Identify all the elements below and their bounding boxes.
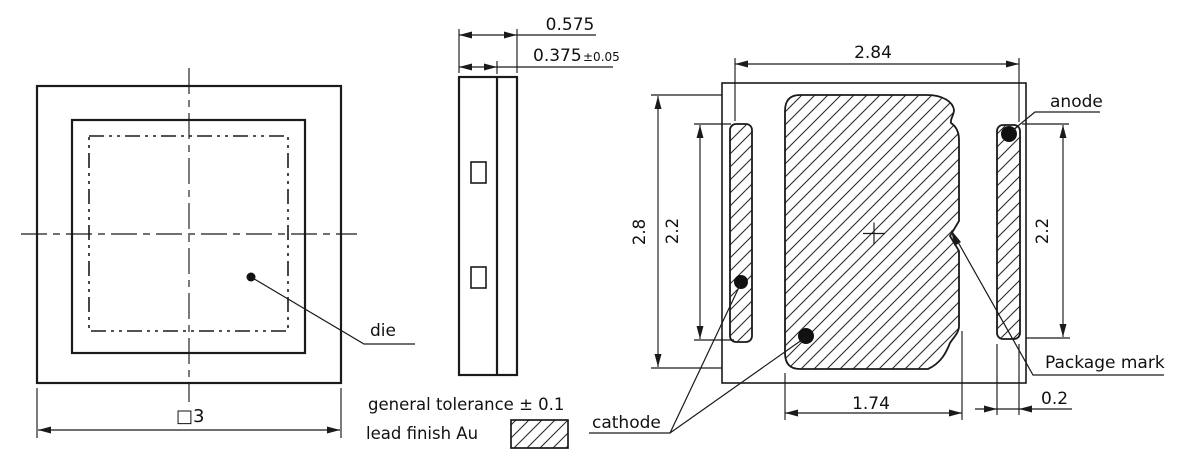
center-cathode-pad [784, 94, 960, 370]
body-thickness-tolerance-text: ±0.05 [583, 50, 620, 64]
center-cross-mark [863, 222, 885, 245]
package-mark-arrowhead [951, 230, 961, 246]
body-thickness-dimension: 0.375 ±0.05 [459, 46, 620, 71]
anode-pad-width-dimension: 0.2 [975, 344, 1072, 415]
height-extension-lines [651, 94, 722, 369]
lead-finish-hatch-swatch [510, 419, 569, 449]
arrowhead-pointing-right [984, 405, 997, 413]
package-mark-callout: Package mark [951, 230, 1165, 376]
size-dimension: □3 [36, 388, 342, 438]
arrowhead-left [459, 31, 472, 39]
anode-pad [996, 124, 1021, 340]
arrowhead-right [327, 426, 340, 434]
package-body-outline [721, 82, 1027, 384]
overall-thickness-text: 0.575 [546, 15, 595, 35]
anode-label: anode [1050, 92, 1103, 112]
package-mark-label: Package mark [1045, 353, 1165, 373]
arrowhead-down [696, 326, 704, 339]
package-outer-outline [35, 84, 343, 385]
package-mark-leader-line [953, 234, 1164, 376]
arrowhead-left [735, 60, 748, 68]
overall-width-dimension: 2.84 [734, 43, 1020, 122]
arrowhead-up [1059, 125, 1067, 138]
anode-height-extension-lines [1022, 123, 1070, 339]
anode-pad-width-text: 0.2 [1041, 389, 1068, 409]
die-label: die [370, 321, 396, 341]
anode-pad-height-text: 2.2 [1033, 218, 1052, 244]
arrowhead-up [654, 96, 662, 109]
arrowhead-right [949, 409, 962, 417]
overall-height-dimension: 2.8 [630, 94, 722, 369]
center-pad-extension-lines [784, 331, 963, 420]
center-pad-width-dimension: 1.74 [784, 331, 963, 420]
anode-pad-height-dimension: 2.2 [1022, 123, 1070, 339]
cathode-callout: cathode [589, 282, 807, 434]
arrowhead-right [484, 63, 497, 71]
side-castellation-upper [470, 161, 487, 184]
die-leader-line [250, 276, 415, 345]
cathode-side-pad [729, 123, 753, 343]
cavity-outline [70, 118, 307, 355]
arrowhead-down [1059, 324, 1067, 337]
side-body-outline [457, 75, 519, 377]
size-extension-lines [36, 388, 342, 438]
side-castellation-lower [470, 266, 487, 289]
cathode-pad-height-text: 2.2 [663, 218, 682, 244]
general-tolerance-note: general tolerance ± 0.1 [368, 395, 564, 414]
arrowhead-left [785, 409, 798, 417]
center-pad-width-text: 1.74 [852, 394, 890, 414]
cathode-pad-height-dimension: 2.2 [663, 123, 734, 341]
arrowhead-left [38, 426, 51, 434]
side-view: 0.575 0.375 ±0.05 [457, 15, 620, 377]
cathode-leader-lines [589, 282, 807, 434]
arrowhead-pointing-left [1019, 405, 1032, 413]
overall-width-text: 2.84 [854, 43, 892, 63]
arrowhead-up [696, 125, 704, 138]
overall-height-text: 2.8 [630, 219, 649, 245]
pad-view: 2.84 2.8 2.2 2.2 1.7 [589, 43, 1165, 434]
arrowhead-right [1006, 60, 1019, 68]
anode-callout: anode [1012, 92, 1103, 131]
top-view: die □3 [21, 68, 415, 438]
anode-leader-line [1012, 111, 1100, 131]
drawing-notes: general tolerance ± 0.1 lead finish Au [366, 395, 569, 449]
cathode-label: cathode [592, 413, 661, 433]
cathode-leader-dot-left [734, 275, 748, 289]
arrowhead-left [459, 63, 472, 71]
lead-finish-note: lead finish Au [366, 424, 478, 443]
size-dimension-text: □3 [176, 406, 204, 427]
anode-width-extension-lines [996, 344, 1020, 415]
width-extension-lines [734, 58, 1020, 122]
arrowhead-down [654, 354, 662, 367]
die-outline [88, 135, 289, 332]
body-thickness-text: 0.375 [533, 46, 582, 66]
arrowhead-right [504, 31, 517, 39]
